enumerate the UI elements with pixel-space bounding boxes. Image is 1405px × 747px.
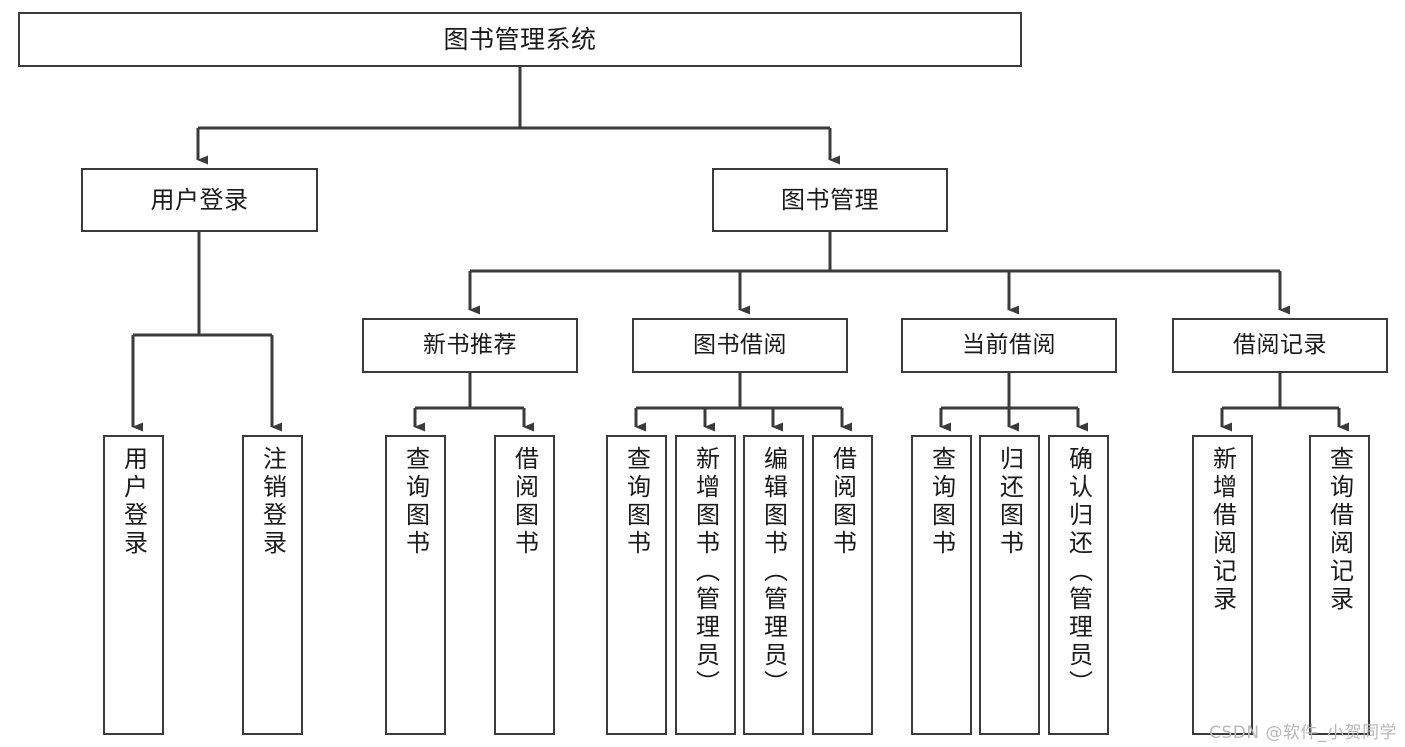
node-book-borrow[interactable]: 图书借阅: [632, 318, 848, 373]
node-leaf-user-login-label: 用户登录: [119, 446, 148, 558]
node-user-login-label: 用户登录: [150, 185, 249, 214]
node-leaf-query-book-new[interactable]: 查询图书: [385, 435, 446, 735]
node-borrow-record-label: 借阅记录: [1233, 331, 1327, 358]
node-leaf-add-borrow-record[interactable]: 新增借阅记录: [1192, 435, 1253, 735]
node-book-borrow-label: 图书借阅: [693, 331, 787, 358]
node-leaf-confirm-return-admin-label: 确认归还（管理员）: [1064, 446, 1093, 698]
node-leaf-return-book-label: 归还图书: [995, 446, 1024, 558]
node-leaf-query-borrow-record[interactable]: 查询借阅记录: [1309, 435, 1370, 735]
node-leaf-add-book-admin[interactable]: 新增图书（管理员）: [675, 435, 736, 735]
node-root[interactable]: 图书管理系统: [18, 12, 1022, 67]
node-leaf-user-login[interactable]: 用户登录: [103, 435, 164, 735]
node-leaf-logout-label: 注销登录: [258, 446, 287, 558]
node-leaf-query-book-current-label: 查询图书: [927, 446, 956, 558]
csdn-watermark: CSDN @软件_小贺同学: [1209, 723, 1397, 743]
node-leaf-query-borrow-record-label: 查询借阅记录: [1325, 446, 1354, 614]
node-borrow-record[interactable]: 借阅记录: [1172, 318, 1388, 373]
node-leaf-borrow-book-new-label: 借阅图书: [510, 446, 539, 558]
node-leaf-borrow-book[interactable]: 借阅图书: [812, 435, 873, 735]
node-current-borrow-label: 当前借阅: [962, 331, 1056, 358]
node-new-book-recommend[interactable]: 新书推荐: [362, 318, 578, 373]
node-leaf-edit-book-admin[interactable]: 编辑图书（管理员）: [743, 435, 804, 735]
node-user-login[interactable]: 用户登录: [81, 168, 318, 232]
node-leaf-add-book-admin-label: 新增图书（管理员）: [691, 446, 720, 698]
node-leaf-borrow-book-new[interactable]: 借阅图书: [494, 435, 555, 735]
node-book-management[interactable]: 图书管理: [712, 168, 948, 232]
node-leaf-query-book-borrow[interactable]: 查询图书: [606, 435, 667, 735]
node-new-book-recommend-label: 新书推荐: [423, 331, 517, 358]
node-book-management-label: 图书管理: [781, 185, 879, 214]
node-leaf-return-book[interactable]: 归还图书: [979, 435, 1040, 735]
node-leaf-query-book-new-label: 查询图书: [401, 446, 430, 558]
node-leaf-logout[interactable]: 注销登录: [242, 435, 303, 735]
node-leaf-query-book-current[interactable]: 查询图书: [911, 435, 972, 735]
node-current-borrow[interactable]: 当前借阅: [901, 318, 1117, 373]
node-leaf-edit-book-admin-label: 编辑图书（管理员）: [759, 446, 788, 698]
node-root-label: 图书管理系统: [443, 24, 597, 54]
node-leaf-confirm-return-admin[interactable]: 确认归还（管理员）: [1048, 435, 1109, 735]
node-leaf-query-book-borrow-label: 查询图书: [622, 446, 651, 558]
node-leaf-add-borrow-record-label: 新增借阅记录: [1208, 446, 1237, 614]
node-leaf-borrow-book-label: 借阅图书: [828, 446, 857, 558]
